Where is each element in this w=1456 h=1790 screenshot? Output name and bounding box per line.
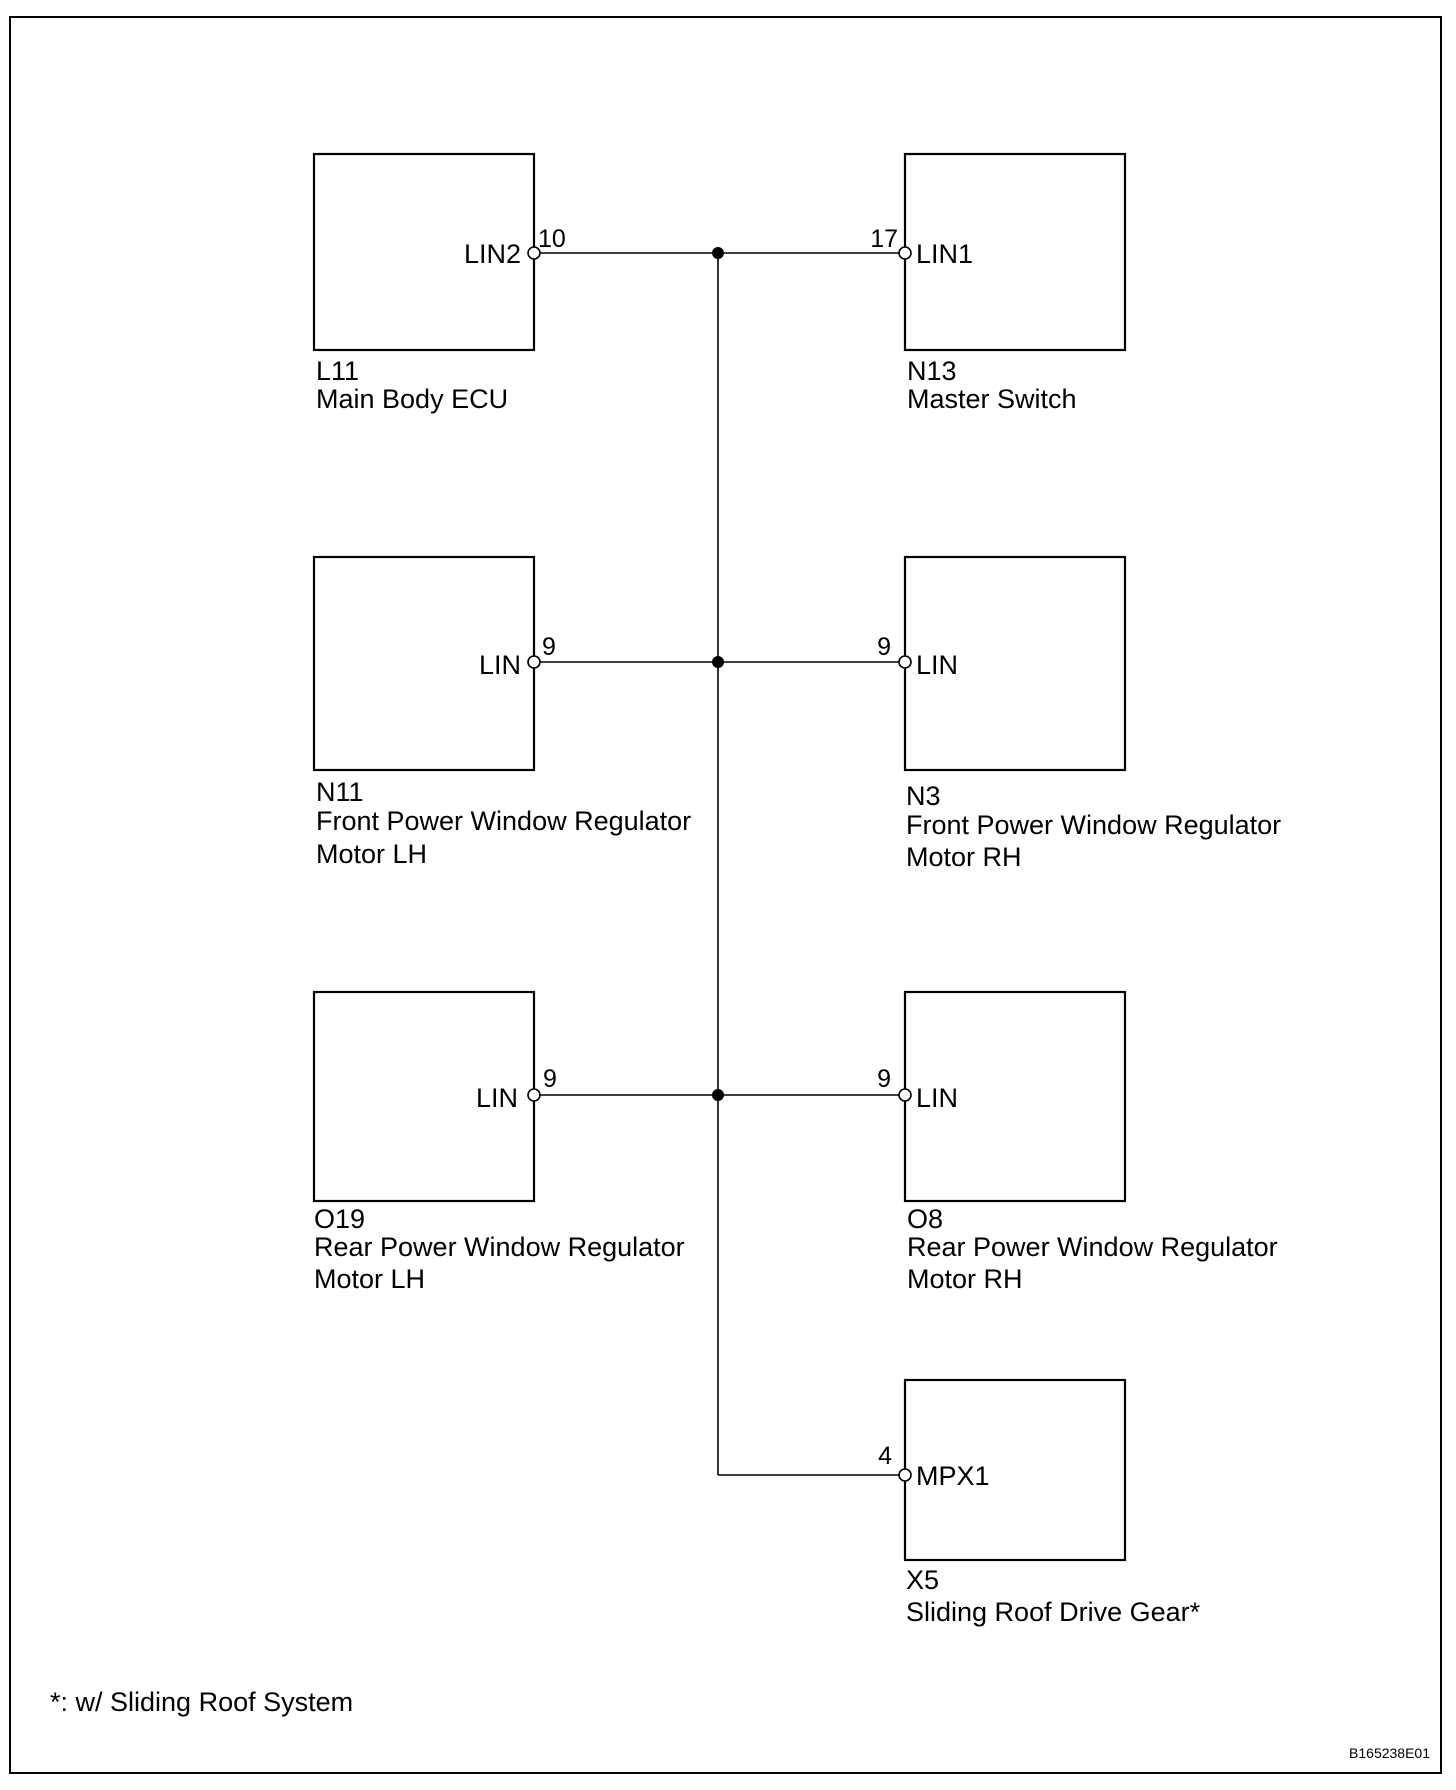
terminal-icon (527, 655, 541, 669)
pin-number: 9 (877, 633, 891, 661)
splice-point-1 (712, 247, 724, 259)
splice-point-2 (712, 656, 724, 668)
component-box (903, 1378, 1127, 1562)
terminal-icon (898, 1088, 912, 1102)
pin-number: 9 (542, 633, 556, 661)
component-n13: 17 LIN1 N13 Master Switch (870, 152, 1127, 414)
terminal-icon (527, 246, 541, 260)
terminal-icon (898, 246, 912, 260)
component-box (312, 555, 536, 772)
component-l11: 10 LIN2 L11 Main Body ECU (312, 152, 566, 414)
component-code: N11 (316, 777, 364, 807)
footnote: *: w/ Sliding Roof System (50, 1687, 353, 1717)
diagram-frame (9, 16, 1442, 1774)
terminal-icon (527, 1088, 541, 1102)
splice-point-3 (712, 1089, 724, 1101)
lin-bus-wires (540, 252, 899, 1476)
component-name: Sliding Roof Drive Gear* (906, 1597, 1201, 1627)
component-o8: 9 LIN O8 Rear Power Window Regulator Mot… (877, 990, 1278, 1294)
component-box (903, 152, 1127, 352)
component-box (312, 152, 536, 352)
component-name-line-1: Rear Power Window Regulator (907, 1232, 1278, 1262)
pin-number: 4 (878, 1442, 892, 1470)
component-code: L11 (316, 356, 359, 386)
terminal-name: LIN (476, 1083, 518, 1113)
terminal-name: LIN1 (916, 239, 973, 269)
figure-id: B165238E01 (1349, 1745, 1430, 1761)
component-code: O8 (907, 1204, 943, 1234)
component-code: N13 (907, 356, 957, 386)
component-name-line-1: Front Power Window Regulator (316, 806, 691, 836)
terminal-name: MPX1 (916, 1461, 990, 1491)
component-x5: 4 MPX1 X5 Sliding Roof Drive Gear* (878, 1378, 1201, 1627)
component-name-line-1: Front Power Window Regulator (906, 810, 1281, 840)
component-name: Master Switch (907, 384, 1077, 414)
component-o19: 9 LIN O19 Rear Power Window Regulator Mo… (312, 990, 685, 1294)
component-name: Main Body ECU (316, 384, 508, 414)
pin-number: 9 (877, 1065, 891, 1093)
component-name-line-1: Rear Power Window Regulator (314, 1232, 685, 1262)
component-n11: 9 LIN N11 Front Power Window Regulator M… (312, 555, 691, 869)
component-n3: 9 LIN N3 Front Power Window Regulator Mo… (877, 555, 1281, 872)
terminal-icon (898, 655, 912, 669)
component-code: O19 (314, 1204, 365, 1234)
component-box (903, 990, 1127, 1203)
component-name-line-2: Motor LH (314, 1264, 425, 1294)
component-box (312, 990, 536, 1203)
terminal-icon (898, 1468, 912, 1482)
pin-number: 9 (543, 1065, 557, 1093)
pin-number: 10 (538, 225, 566, 253)
component-code: X5 (906, 1565, 939, 1595)
component-code: N3 (906, 781, 941, 811)
component-name-line-2: Motor LH (316, 839, 427, 869)
component-name-line-2: Motor RH (906, 842, 1022, 872)
component-name-line-2: Motor RH (907, 1264, 1023, 1294)
component-box (903, 555, 1127, 772)
terminal-name: LIN (479, 650, 521, 680)
pin-number: 17 (870, 225, 898, 253)
terminal-name: LIN2 (464, 239, 521, 269)
terminal-name: LIN (916, 650, 958, 680)
terminal-name: LIN (916, 1083, 958, 1113)
